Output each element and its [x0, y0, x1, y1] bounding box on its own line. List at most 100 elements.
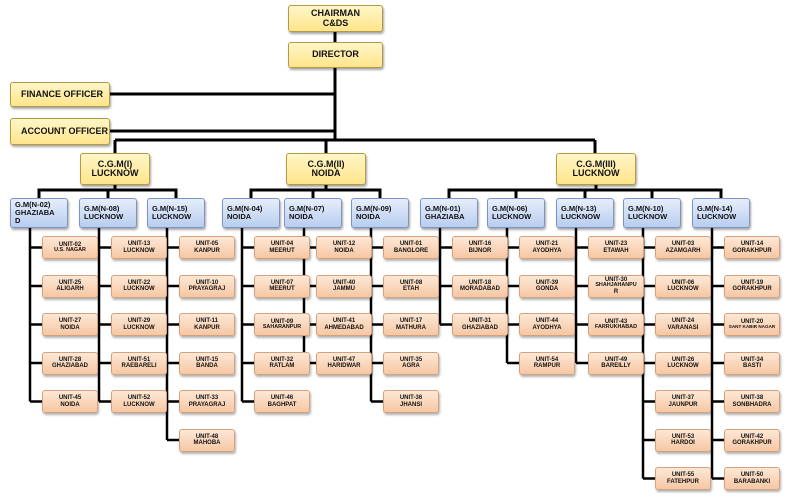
- account-officer-box[interactable]: ACCOUNT OFFICER: [10, 118, 110, 145]
- unit-number: UNIT-15: [195, 356, 219, 363]
- unit-location: KANPUR: [194, 247, 220, 254]
- unit-location: SAHARANPUR: [262, 323, 302, 330]
- unit-number: UNIT-31: [468, 318, 492, 325]
- unit-number: UNIT-02: [58, 241, 82, 248]
- gm-box[interactable]: G.M(N-06)LUCKNOW: [487, 198, 545, 228]
- gm-box[interactable]: G.M(N-13)LUCKNOW: [556, 198, 614, 228]
- unit-location: BIJNOR: [468, 247, 492, 254]
- gm-box[interactable]: G.M(N-01)GHAZIABA: [420, 198, 478, 228]
- cgm-box[interactable]: C.G.M(III)LUCKNOW: [556, 153, 636, 185]
- finance-officer-box[interactable]: FINANCE OFFICER: [10, 82, 110, 107]
- gm-box[interactable]: G.M(N-07)NOIDA: [284, 198, 342, 228]
- gm-label: NOIDA: [227, 212, 252, 221]
- unit-location: SONBHADRA: [732, 401, 772, 408]
- gm-box[interactable]: G.M(N-09)NOIDA: [351, 198, 409, 228]
- gm-box[interactable]: G.M(N-08)LUCKNOW: [79, 198, 137, 228]
- gm-box[interactable]: G.M(N-14)LUCKNOW: [692, 198, 750, 228]
- director-title: DIRECTOR: [312, 49, 359, 60]
- unit-location: HARDOI: [671, 440, 695, 446]
- unit-location: RATLAM: [269, 363, 295, 369]
- unit-number: UNIT-17: [399, 318, 423, 325]
- gm-box[interactable]: G.M(N-15)LUCKNOW: [147, 198, 205, 228]
- unit-location: R: [613, 288, 619, 295]
- unit-location: NOIDA: [60, 324, 80, 331]
- chairman-subtitle: C&DS: [322, 17, 349, 28]
- unit-number: UNIT-40: [332, 279, 356, 286]
- gm-box[interactable]: G.M(N-04)NOIDA: [222, 198, 280, 228]
- unit-number: UNIT-35: [399, 356, 423, 363]
- gm-box[interactable]: G.M(N-10)LUCKNOW: [623, 198, 681, 228]
- unit-number: UNIT-11: [195, 318, 218, 325]
- cgm-box[interactable]: C.G.M(II)NOIDA: [286, 153, 366, 185]
- unit-number: UNIT-43: [604, 318, 628, 325]
- unit-location: MATHURA: [396, 324, 426, 331]
- cgm-box[interactable]: C.G.M(I)LUCKNOW: [80, 153, 150, 185]
- unit-location: PRAYAGRAJ: [188, 401, 226, 408]
- gm-label: LUCKNOW: [628, 212, 668, 221]
- gm-label: G.M(N-08): [84, 204, 120, 214]
- cgm-title: C.G.M(II): [307, 158, 345, 169]
- unit-number: UNIT-27: [58, 318, 82, 325]
- chairman-box[interactable]: CHAIRMAN C&DS: [288, 5, 383, 32]
- cgm-title: C.G.M(III): [576, 158, 616, 169]
- director-box[interactable]: DIRECTOR: [288, 42, 383, 68]
- unit-location: AZAMGARH: [665, 247, 701, 254]
